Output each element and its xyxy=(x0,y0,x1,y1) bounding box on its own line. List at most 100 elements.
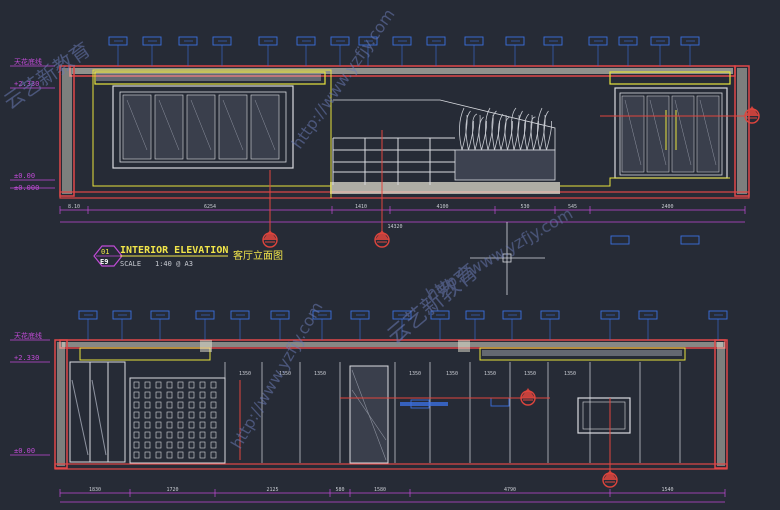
panel-dim-label: 1350 xyxy=(314,371,326,377)
lattice-cell xyxy=(210,451,217,459)
lower-level-lines xyxy=(10,339,50,456)
lower-left-wall-fill xyxy=(57,342,65,466)
lattice-cell xyxy=(166,381,173,389)
upper-level-zero-b: ±0.000 xyxy=(14,184,39,192)
lower-left-wall xyxy=(54,339,68,469)
lattice-cell xyxy=(177,441,184,449)
upper-level-2330: +2.330 xyxy=(14,80,39,88)
lattice-cell xyxy=(188,401,195,409)
panel-dim-label: 1350 xyxy=(279,371,291,377)
section-marker-arrow xyxy=(521,388,535,398)
lattice-cell xyxy=(166,451,173,459)
crosshair-cursor xyxy=(470,222,545,295)
lattice-cell xyxy=(210,431,217,439)
lattice-cell xyxy=(133,441,140,449)
upper-left-wall-fill xyxy=(62,68,72,194)
upper-level-ceiling: 天花底线 xyxy=(14,57,42,66)
upper-bulkhead-left xyxy=(94,71,326,85)
plant-leaf xyxy=(543,110,553,151)
lower-bulkhead-left xyxy=(79,347,211,361)
lower-right-wall xyxy=(714,339,728,469)
lattice-cell xyxy=(199,431,206,439)
lattice-cell xyxy=(188,381,195,389)
lattice-cell xyxy=(144,431,151,439)
lattice-cell xyxy=(166,391,173,399)
lattice-cell xyxy=(199,411,206,419)
panel-dim-label: 1350 xyxy=(484,371,496,377)
lattice-cell xyxy=(199,391,206,399)
upper-dim-label: 2400 xyxy=(661,204,673,210)
lower-door xyxy=(349,365,389,464)
upper-window-panes xyxy=(122,94,280,160)
lattice-cell xyxy=(144,381,151,389)
watermark-cn-1: 云艺新教育 xyxy=(383,260,483,350)
lattice-cell xyxy=(177,431,184,439)
lattice-cell xyxy=(188,431,195,439)
material-tag xyxy=(680,235,700,245)
section-marker-arrow xyxy=(603,470,617,480)
upper-left-wall xyxy=(59,65,75,197)
lattice-cell xyxy=(133,381,140,389)
lower-level-zero: ±0.00 xyxy=(14,447,35,455)
panel-dim-label: 1350 xyxy=(239,371,251,377)
lattice-cell xyxy=(177,421,184,429)
lower-level-2330: +2.330 xyxy=(14,354,39,362)
lower-dim-label: 1830 xyxy=(89,487,101,493)
lattice-cell xyxy=(133,391,140,399)
upper-french-doors xyxy=(614,87,728,179)
pane-reflection xyxy=(158,99,180,151)
material-tags xyxy=(78,36,728,409)
upper-dim-label: 4100 xyxy=(436,204,448,210)
pane-reflection xyxy=(254,99,276,151)
lattice-cell xyxy=(177,411,184,419)
upper-window-frame xyxy=(112,85,294,169)
material-tag xyxy=(610,235,630,245)
upper-dim-label: 545 xyxy=(568,204,577,210)
lower-ceiling-fill xyxy=(62,342,723,347)
lattice-cell xyxy=(188,421,195,429)
lattice-cell xyxy=(155,441,162,449)
lattice-cell xyxy=(133,421,140,429)
lower-column-stub-a xyxy=(200,340,212,352)
upper-level-lines xyxy=(10,65,55,189)
lattice-cell xyxy=(155,421,162,429)
title-sheet: E9 xyxy=(100,258,108,266)
lattice-cell xyxy=(177,451,184,459)
lattice-cell xyxy=(155,451,162,459)
lattice-cell xyxy=(166,441,173,449)
upper-total-label: 14320 xyxy=(387,224,402,230)
title-cn: 客厅立面图 xyxy=(233,249,283,262)
lower-ceiling-band xyxy=(59,339,726,349)
door-pane xyxy=(646,95,670,173)
lattice-cell xyxy=(199,401,206,409)
lower-dim-label: 4790 xyxy=(504,487,516,493)
window-pane xyxy=(186,94,216,160)
lattice-cell xyxy=(210,391,217,399)
lattice-cell xyxy=(166,421,173,429)
upper-planter xyxy=(454,107,556,181)
lower-dim-label: 1540 xyxy=(661,487,673,493)
door-reflection xyxy=(624,99,642,166)
lattice-cell xyxy=(155,411,162,419)
lattice-cell xyxy=(199,381,206,389)
pane-reflection xyxy=(126,99,148,151)
lattice-cell xyxy=(210,401,217,409)
door-pane xyxy=(621,95,645,173)
section-marker-arrow xyxy=(745,106,759,116)
door-pane xyxy=(696,95,720,173)
lower-level-ceiling: 天花底线 xyxy=(14,331,42,340)
panel-dim-label: 1350 xyxy=(409,371,421,377)
lower-right-wall-fill xyxy=(717,342,725,466)
upper-step-fill xyxy=(330,182,560,194)
scale-value: 1:40 @ A3 xyxy=(155,260,193,268)
lattice-cell xyxy=(199,451,206,459)
lower-lattice-screen xyxy=(129,377,226,464)
lattice-cell xyxy=(177,401,184,409)
panel-dim-label: 1350 xyxy=(524,371,536,377)
lattice-cell xyxy=(210,421,217,429)
lattice-cell xyxy=(188,451,195,459)
upper-bulkhead-right xyxy=(609,71,731,85)
